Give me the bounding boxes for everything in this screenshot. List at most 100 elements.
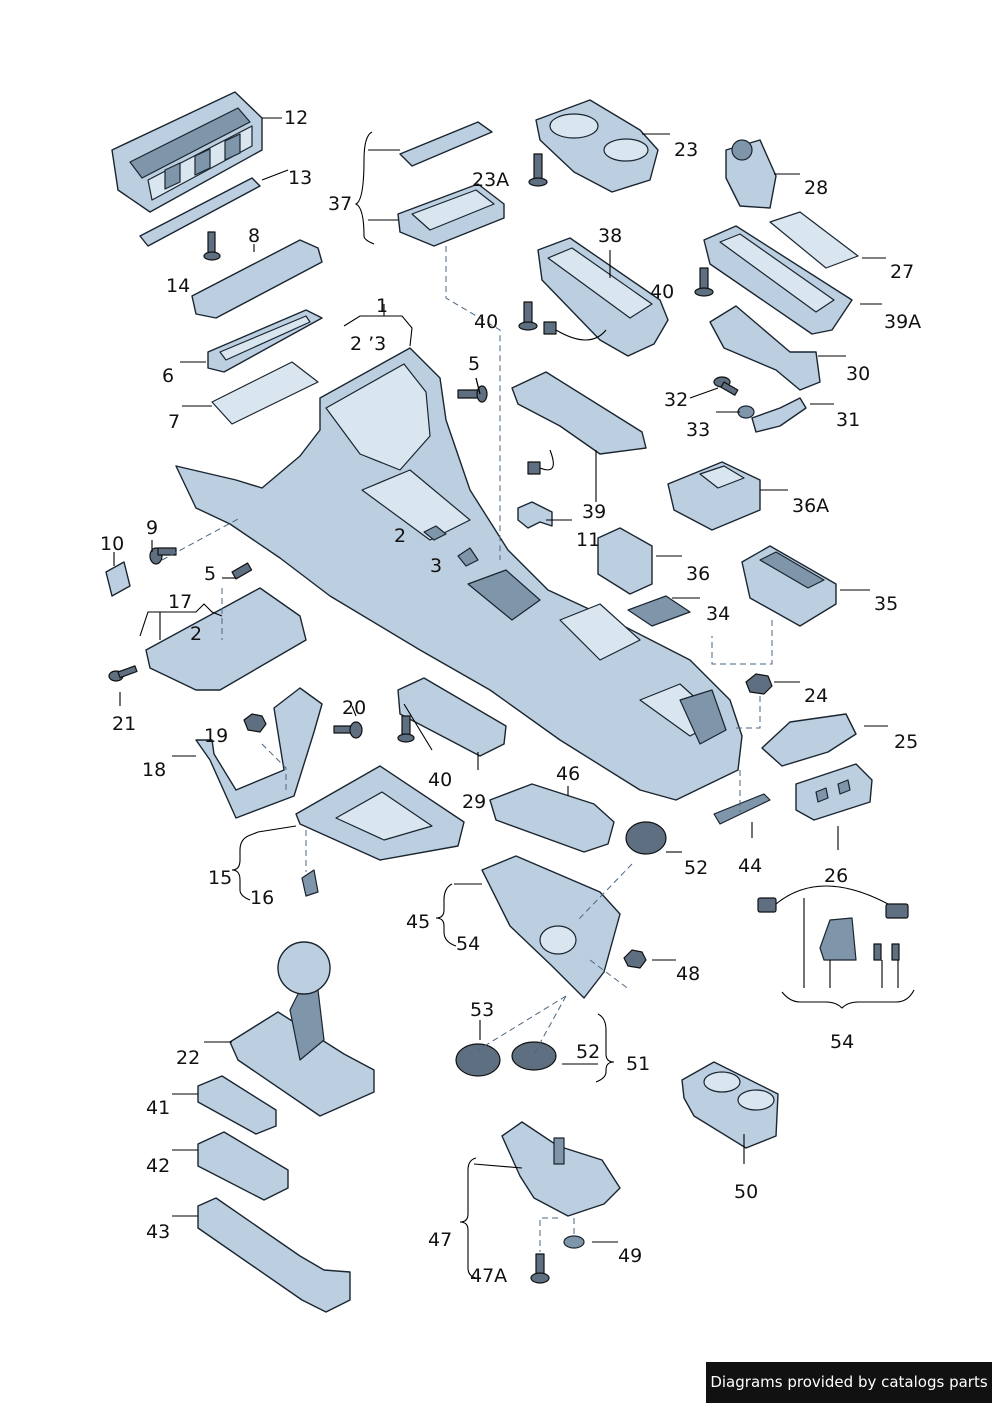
part-6-holder[interactable] (207, 309, 323, 373)
part-37-storage-compartment[interactable] (397, 121, 505, 247)
part-23A-screw[interactable] (528, 153, 548, 187)
credit-banner: Diagrams provided by catalogs parts (706, 1362, 992, 1403)
part-19-nut[interactable] (243, 713, 267, 733)
callout-51: 51 (626, 1053, 650, 1075)
part-13-trim-strip[interactable] (139, 177, 261, 247)
part-40-screw-lower[interactable] (397, 715, 415, 743)
part-25-display-unit[interactable] (761, 713, 857, 767)
callout-46: 46 (556, 763, 580, 785)
callout-21: 21 (112, 713, 136, 735)
callout-38: 38 (598, 225, 622, 247)
part-28-gear-knob-insert[interactable] (725, 139, 777, 209)
part-31-clip[interactable] (751, 397, 807, 433)
part-16-clip[interactable] (301, 869, 319, 897)
part-14-screw[interactable] (203, 231, 221, 261)
part-10-cap[interactable] (105, 561, 131, 597)
callout-50: 50 (734, 1181, 758, 1203)
callout-27: 27 (890, 261, 914, 283)
callout-31: 31 (836, 409, 860, 431)
callout-2-upper: 2 (394, 525, 406, 547)
callout-26: 26 (824, 865, 848, 887)
part-27-insert-mat[interactable] (769, 211, 859, 269)
part-39A-tray[interactable] (703, 225, 853, 335)
callout-33: 33 (686, 419, 710, 441)
callout-39A: 39A (884, 311, 921, 333)
callout-40-right: 40 (650, 281, 674, 303)
part-53-cap[interactable] (455, 1043, 501, 1077)
part-46-armrest-lid[interactable] (489, 783, 615, 853)
part-34-pad[interactable] (627, 595, 691, 627)
part-8-trim-cover[interactable] (191, 239, 323, 319)
part-40-screw-upper[interactable] (518, 267, 714, 331)
wire-harness-small (527, 321, 607, 475)
part-26-wiring-harness[interactable] (757, 885, 909, 961)
part-36A-switch-panel[interactable] (667, 461, 761, 531)
part-47A-screw[interactable] (530, 1253, 550, 1284)
callout-9: 9 (146, 517, 158, 539)
part-18-bracket[interactable] (195, 687, 323, 819)
callout-7: 7 (168, 411, 180, 433)
part-17-bracket[interactable] (145, 587, 307, 691)
part-44-strip[interactable] (713, 793, 771, 825)
part-32-screw[interactable] (713, 376, 739, 396)
callout-49: 49 (618, 1245, 642, 1267)
part-45-armrest[interactable] (481, 855, 621, 999)
part-49-washer[interactable] (563, 1235, 585, 1249)
part-12-climate-control[interactable] (111, 91, 263, 213)
part-11-connector[interactable] (517, 501, 553, 529)
callout-30: 30 (846, 363, 870, 385)
part-7-cover[interactable] (211, 361, 319, 425)
callout-11: 11 (576, 529, 600, 551)
callout-1: 1 (376, 295, 388, 317)
callout-40-lower: 40 (428, 769, 452, 791)
assembly-dashed-lines (161, 246, 773, 1252)
callout-52-upper: 52 (684, 857, 708, 879)
part-20-screw[interactable] (333, 721, 363, 739)
callout-16: 16 (250, 887, 274, 909)
callout-40-center: 40 (474, 311, 498, 333)
callout-5-upper: 5 (468, 353, 480, 375)
part-22-shift-boot[interactable] (229, 941, 375, 1117)
callout-47A: 47A (470, 1265, 507, 1287)
part-35-storage-tray[interactable] (741, 545, 837, 627)
part-50-cup-holder[interactable] (681, 1061, 779, 1149)
callout-23A: 23A (472, 169, 509, 191)
part-26-switch-module[interactable] (795, 763, 873, 821)
part-1-center-console[interactable] (175, 347, 743, 801)
part-39-housing[interactable] (511, 371, 647, 455)
part-42-foam-block[interactable] (197, 1131, 289, 1201)
callout-2-lower: 2 (190, 623, 202, 645)
callout-54-left: 54 (456, 933, 480, 955)
part-36-switch[interactable] (597, 527, 653, 595)
part-47-bracket[interactable] (501, 1121, 621, 1217)
callout-labels: 12 13 8 14 6 7 37 1 2 ’3 23 23A 28 38 27… (100, 107, 921, 1287)
part-3-clip[interactable] (457, 547, 479, 567)
part-43-foam-block[interactable] (197, 1197, 351, 1313)
callout-34: 34 (706, 603, 730, 625)
part-41-foam-block[interactable] (197, 1075, 277, 1135)
callout-18: 18 (142, 759, 166, 781)
callout-13: 13 (288, 167, 312, 189)
part-21-screw[interactable] (108, 665, 138, 682)
part-15-shift-surround[interactable] (295, 765, 465, 861)
callout-47: 47 (428, 1229, 452, 1251)
part-38-housing[interactable] (537, 237, 669, 357)
part-48-nut[interactable] (623, 949, 647, 969)
part-33-washer[interactable] (737, 405, 755, 419)
leader-lines (113, 117, 915, 1279)
part-23-cup-holder[interactable] (535, 99, 659, 193)
callout-36A: 36A (792, 495, 829, 517)
part-9-screw[interactable] (149, 547, 177, 565)
callout-2-3: 2 ’3 (350, 333, 386, 355)
callout-42: 42 (146, 1155, 170, 1177)
callout-53: 53 (470, 999, 494, 1021)
part-30-cover[interactable] (709, 305, 821, 391)
callout-36: 36 (686, 563, 710, 585)
part-52-cap[interactable] (511, 821, 667, 1071)
part-29-storage-insert[interactable] (397, 677, 507, 757)
callout-12: 12 (284, 107, 308, 129)
part-24-nut[interactable] (745, 673, 773, 695)
callout-6: 6 (162, 365, 174, 387)
callout-44: 44 (738, 855, 762, 877)
